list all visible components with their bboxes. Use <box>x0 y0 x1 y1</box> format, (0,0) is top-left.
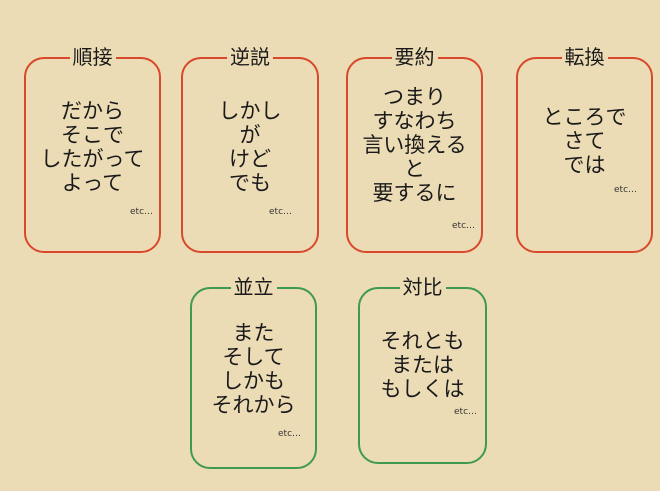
connective-word: それとも <box>380 329 465 353</box>
card-title: 並立 <box>230 274 277 300</box>
connective-word: 言い換える <box>362 133 467 157</box>
card-tenkan: 転換 ところでさてでは etc… <box>516 44 653 253</box>
etc-label: etc… <box>454 407 478 417</box>
connective-word: または <box>391 353 454 377</box>
etc-label: etc… <box>130 207 154 217</box>
connective-word: そこで <box>61 123 124 147</box>
connective-word: では <box>563 153 606 177</box>
connective-word: 要するに <box>372 181 457 205</box>
connective-word: でも <box>229 171 271 195</box>
connective-word: したがって <box>40 147 145 171</box>
connective-word: ところで <box>542 105 627 129</box>
card-items: しかしがけどでも <box>183 99 317 195</box>
connective-word: しかし <box>218 99 282 123</box>
connective-word: と <box>404 157 425 181</box>
etc-label: etc… <box>278 429 302 439</box>
connective-word: つまり <box>383 85 446 109</box>
connective-word: そして <box>222 345 285 369</box>
connective-word: すなわち <box>372 109 457 133</box>
etc-label: etc… <box>614 185 638 195</box>
card-title: 対比 <box>399 274 446 300</box>
card-youyaku: 要約 つまりすなわち言い換えると要するに etc… <box>346 44 483 253</box>
connective-word: また <box>232 321 275 345</box>
etc-label: etc… <box>452 221 476 231</box>
connective-word: さて <box>563 129 606 153</box>
card-items: だからそこでしたがってよって <box>26 99 159 195</box>
connective-word: けど <box>229 147 271 171</box>
card-title: 転換 <box>561 44 608 70</box>
card-title: 要約 <box>391 44 438 70</box>
connective-word: だから <box>61 99 124 123</box>
card-items: それともまたはもしくは <box>360 329 485 401</box>
connective-word: が <box>239 123 261 147</box>
card-heiritsu: 並立 またそしてしかもそれから etc… <box>190 274 317 469</box>
card-title: 逆説 <box>227 44 273 70</box>
card-junsetsu: 順接 だからそこでしたがってよって etc… <box>24 44 161 253</box>
connective-word: それから <box>211 393 296 417</box>
card-title: 順接 <box>69 44 116 70</box>
connective-word: よって <box>61 171 124 195</box>
card-taihi: 対比 それともまたはもしくは etc… <box>358 274 487 464</box>
etc-label: etc… <box>269 207 293 217</box>
card-gyakusetsu: 逆説 しかしがけどでも etc… <box>181 44 319 253</box>
connective-word: しかも <box>222 369 285 393</box>
card-items: またそしてしかもそれから <box>192 321 315 417</box>
connective-word: もしくは <box>380 377 465 401</box>
card-items: つまりすなわち言い換えると要するに <box>348 85 481 205</box>
card-items: ところでさてでは <box>518 105 651 177</box>
